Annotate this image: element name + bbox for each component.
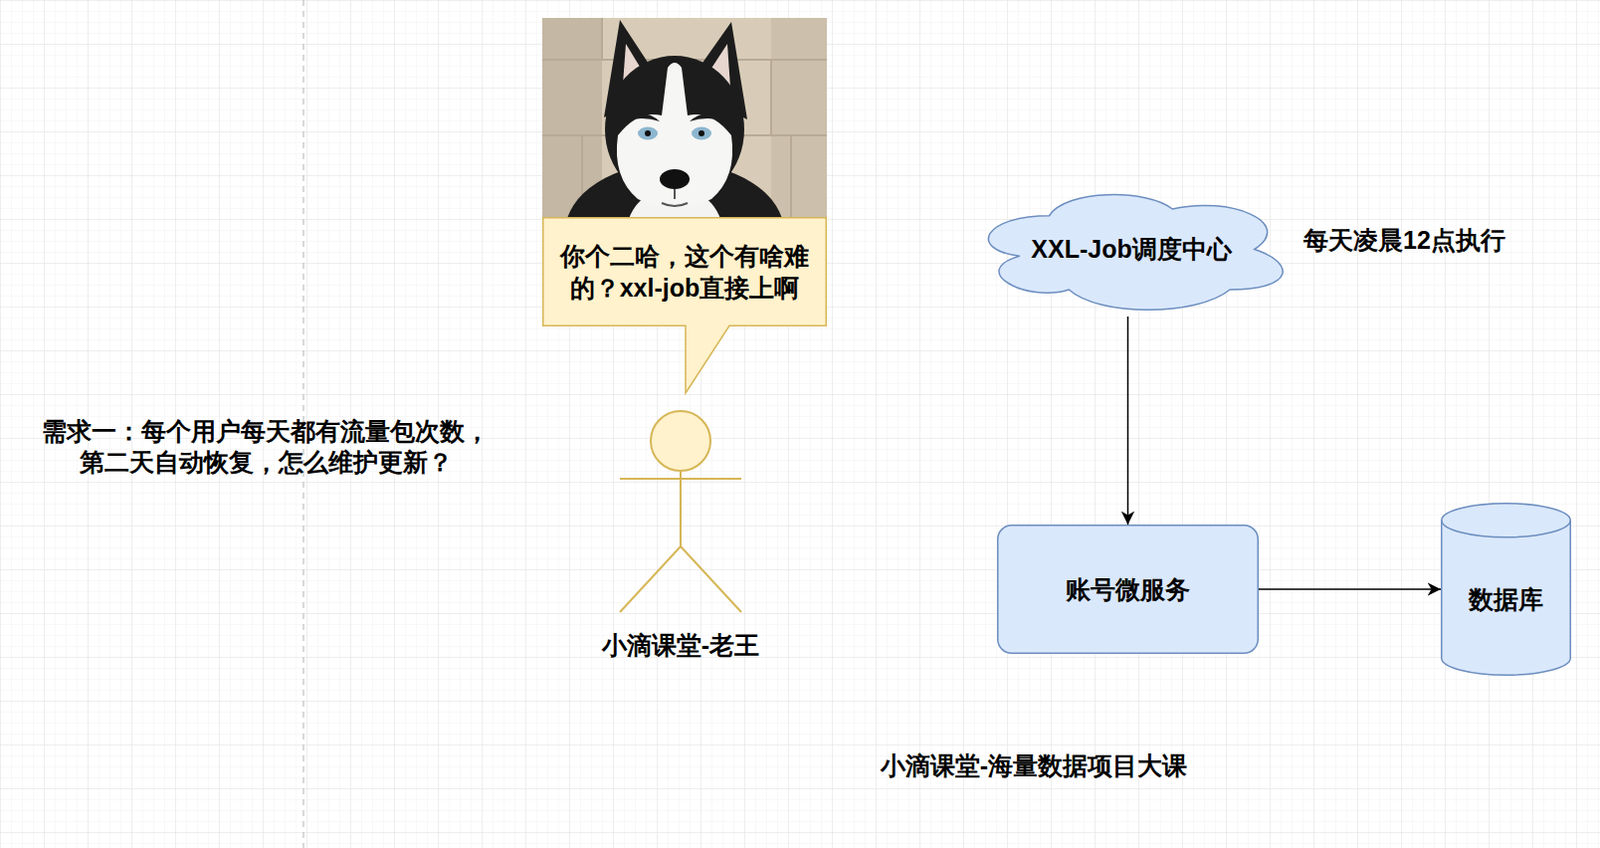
scheduler-cloud: XXL-Job调度中心 [967,182,1296,317]
cloud-shape [988,195,1283,311]
requirement-note: 需求一：每个用户每天都有流量包次数，第二天自动恢复，怎么维护更新？ [35,415,496,479]
cylinder-top [1441,520,1572,538]
service-box: 账号微服务 [997,524,1259,654]
flow-arrow [1258,588,1441,591]
actor-figure: 小滴课堂-老王 [591,407,771,667]
box-shape [998,525,1259,654]
flow-arrow [1127,316,1130,525]
node-text: 小滴课堂-老王 [601,628,760,662]
speech-bubble: 你个二哈，这个有啥难的？xxl-job直接上啊 [542,216,827,327]
database-cylinder: 数据库 [1440,502,1572,676]
stick-figure [619,410,742,612]
node-text: 你个二哈，这个有啥难的？xxl-job直接上啊 [556,239,813,305]
node-text: 账号微服务 [1065,573,1191,606]
actor-figure-outline [591,407,771,667]
node-text: XXL-Job调度中心 [1030,232,1231,266]
speech-bubble-outline [542,216,827,327]
schedule-note: 每天凌晨12点执行 [1303,224,1506,256]
course-watermark: 小滴课堂-海量数据项目大课 [880,750,1188,782]
node-text: 数据库 [1468,583,1544,616]
cylinder-body [1441,503,1572,676]
husky-photo [542,17,827,217]
bubble-shape [543,217,827,394]
